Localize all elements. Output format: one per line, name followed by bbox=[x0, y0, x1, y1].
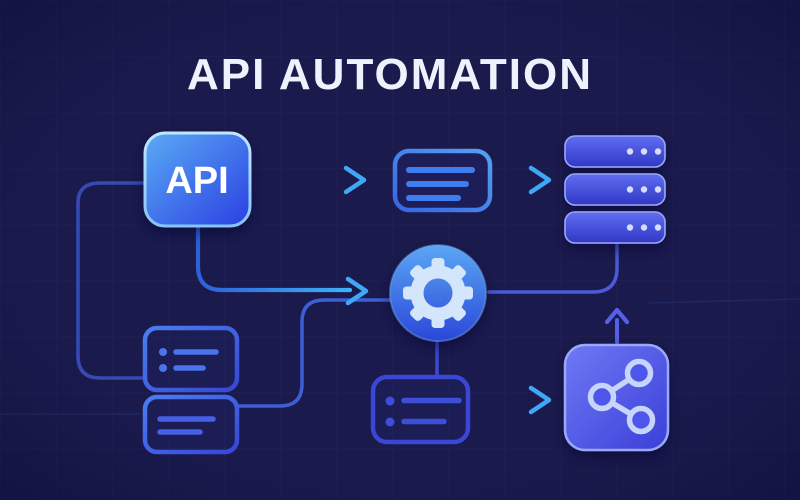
connector-checklist-to-gear bbox=[235, 298, 394, 408]
api-node-label: API bbox=[165, 160, 228, 202]
text-panel-node bbox=[142, 394, 240, 455]
request-panel-node bbox=[392, 148, 493, 213]
arrowhead-right-icon bbox=[345, 276, 369, 306]
text-lines-icon bbox=[157, 416, 216, 435]
server-stack-icon bbox=[564, 135, 666, 244]
arrow-request-to-servers bbox=[490, 165, 552, 195]
arrowhead-right-icon bbox=[528, 165, 552, 195]
checklist-panel-box bbox=[142, 325, 240, 393]
diagram-title: API AUTOMATION bbox=[187, 50, 593, 99]
arrow-api-to-gear bbox=[195, 223, 369, 306]
checklist-icon bbox=[159, 348, 219, 372]
server-stack-node bbox=[564, 135, 666, 244]
arrow-queue-to-share bbox=[470, 385, 552, 415]
api-node: API bbox=[143, 131, 252, 228]
api-node-box bbox=[143, 131, 252, 228]
arrowhead-up-icon bbox=[604, 307, 630, 325]
connector-left-loop bbox=[76, 181, 147, 380]
checklist-panel-node bbox=[142, 325, 240, 393]
server-row bbox=[564, 135, 666, 168]
checklist-icon bbox=[385, 396, 462, 427]
share-node-box bbox=[563, 343, 670, 452]
arrowhead-right-icon bbox=[528, 385, 552, 415]
server-led-dots bbox=[626, 148, 662, 231]
server-row bbox=[564, 173, 666, 206]
share-node bbox=[563, 343, 670, 452]
queue-panel-box bbox=[370, 374, 471, 445]
connector-layer bbox=[76, 165, 630, 415]
process-node bbox=[389, 244, 487, 342]
document-lines-icon bbox=[406, 167, 475, 201]
arrow-share-up bbox=[604, 307, 630, 344]
text-panel-box bbox=[142, 394, 240, 455]
server-row bbox=[564, 211, 666, 244]
share-network-icon bbox=[587, 358, 656, 435]
queue-panel-node bbox=[370, 374, 471, 445]
gear-icon bbox=[403, 258, 473, 328]
request-panel-box bbox=[392, 148, 493, 213]
connector-servers-to-gear bbox=[487, 243, 619, 294]
arrowhead-right-icon bbox=[343, 165, 367, 195]
arrow-api-to-request bbox=[261, 165, 367, 195]
